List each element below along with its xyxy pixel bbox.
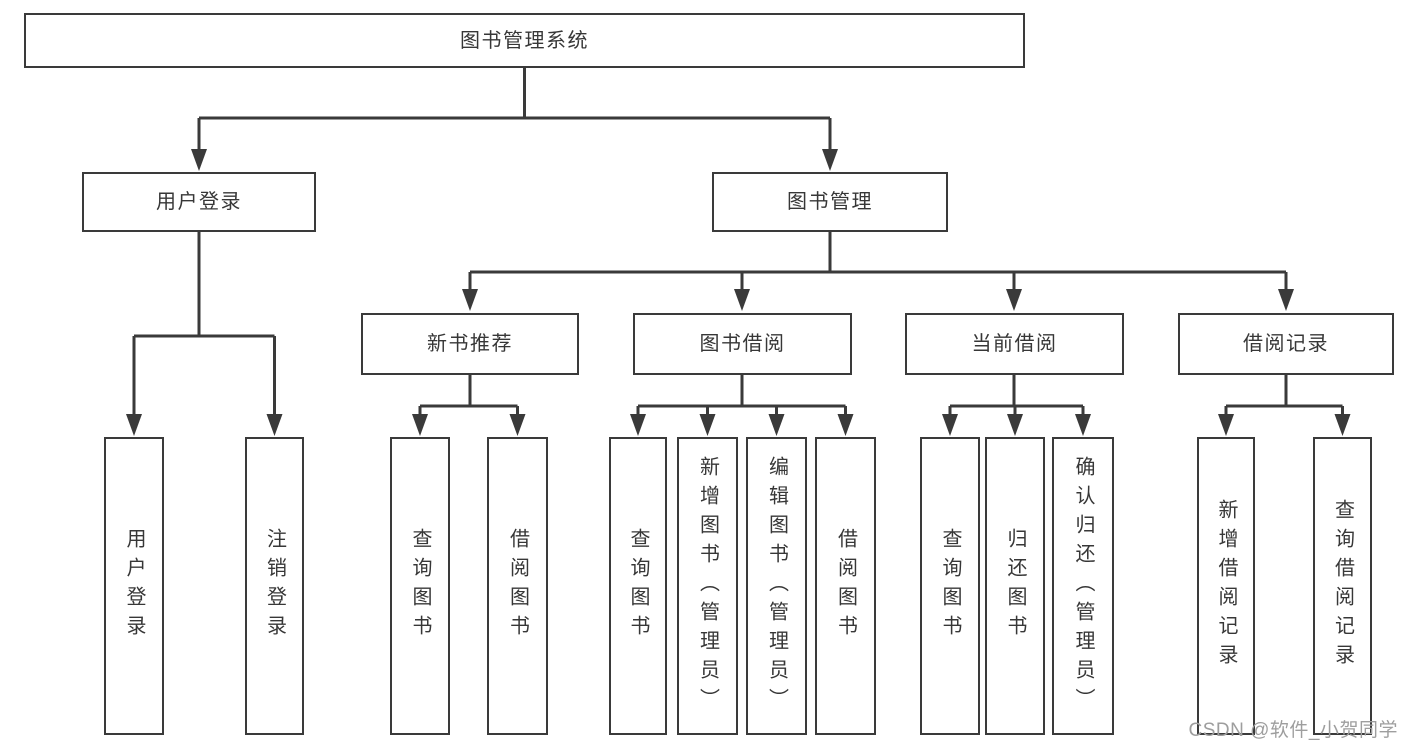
- leaf-add-books-admin: 新增图书（管理员）: [677, 437, 738, 735]
- arrowhead-icon: [1006, 289, 1022, 311]
- arrowhead-icon: [822, 149, 838, 171]
- leaf-query-books-recommend: 查询图书: [390, 437, 450, 735]
- node-new-book-recommendation: 新书推荐: [361, 313, 579, 375]
- leaf-logout-login: 注销登录: [245, 437, 304, 735]
- node-library-management-system: 图书管理系统: [24, 13, 1025, 68]
- node-borrowing-records: 借阅记录: [1178, 313, 1394, 375]
- node-book-borrowing: 图书借阅: [633, 313, 852, 375]
- arrowhead-icon: [1218, 414, 1234, 436]
- arrowhead-icon: [266, 414, 283, 436]
- arrowhead-icon: [630, 414, 646, 436]
- leaf-query-books-borrow: 查询图书: [609, 437, 667, 735]
- leaf-return-books: 归还图书: [985, 437, 1045, 735]
- leaf-user-login: 用户登录: [104, 437, 164, 735]
- arrowhead-icon: [509, 414, 526, 436]
- arrowhead-icon: [1075, 414, 1091, 436]
- leaf-borrow-books: 借阅图书: [815, 437, 876, 735]
- arrowhead-icon: [126, 414, 142, 436]
- leaf-query-books-current: 查询图书: [920, 437, 980, 735]
- leaf-add-borrow-record: 新增借阅记录: [1197, 437, 1255, 735]
- arrowhead-icon: [768, 414, 785, 436]
- leaf-query-borrow-record: 查询借阅记录: [1313, 437, 1372, 735]
- arrowhead-icon: [734, 289, 750, 311]
- arrowhead-icon: [942, 414, 958, 436]
- node-book-management: 图书管理: [712, 172, 948, 232]
- leaf-borrow-books-recommend: 借阅图书: [487, 437, 548, 735]
- leaf-confirm-return-admin: 确认归还（管理员）: [1052, 437, 1114, 735]
- arrowhead-icon: [462, 289, 478, 311]
- node-user-login: 用户登录: [82, 172, 316, 232]
- arrowhead-icon: [412, 414, 428, 436]
- csdn-watermark: CSDN @软件_小贺同学: [1188, 720, 1398, 741]
- arrowhead-icon: [1278, 289, 1294, 311]
- arrowhead-icon: [1334, 414, 1351, 436]
- arrowhead-icon: [699, 414, 716, 436]
- arrowhead-icon: [191, 149, 207, 171]
- arrowhead-icon: [837, 414, 854, 436]
- leaf-edit-books-admin: 编辑图书（管理员）: [746, 437, 807, 735]
- node-current-borrowing: 当前借阅: [905, 313, 1124, 375]
- arrowhead-icon: [1007, 414, 1023, 436]
